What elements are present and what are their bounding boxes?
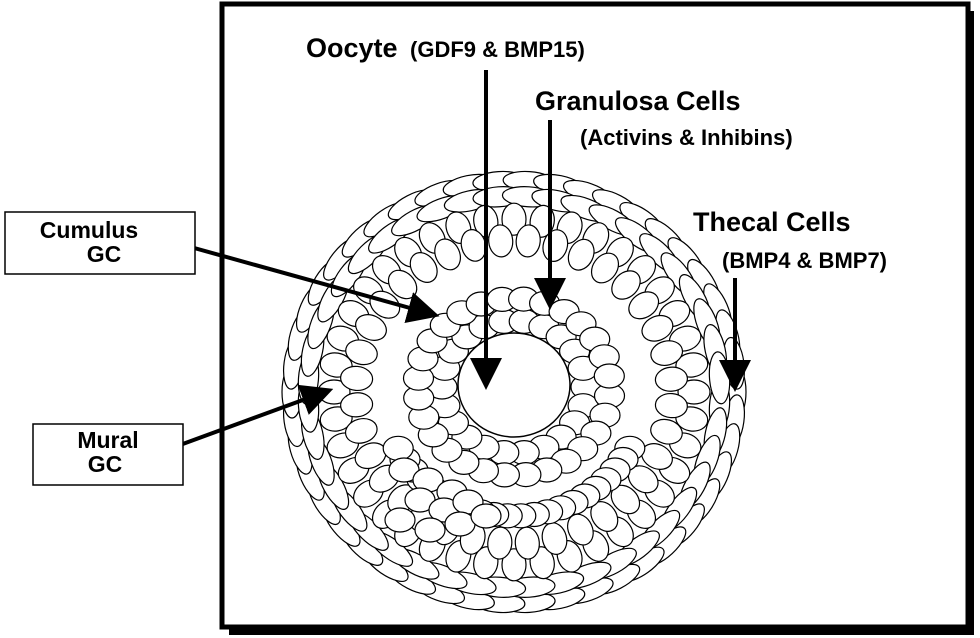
granulosa-factors: (Activins & Inhibins) [580, 125, 793, 150]
cumulus-arrow [186, 244, 440, 324]
mural-label-line2: GC [88, 451, 123, 477]
mural-granulosa-cell [488, 224, 514, 258]
mural-granulosa-cell [501, 548, 527, 582]
oocyte-label-main: Oocyte [306, 33, 398, 63]
thecal-factors: (BMP4 & BMP7) [722, 248, 887, 273]
cumulus-label-line1: Cumulus [40, 217, 138, 243]
mural-granulosa-cell [515, 224, 541, 258]
mural-granulosa-cell [641, 314, 674, 342]
mural-granulosa-cell [434, 238, 461, 271]
cumulus-granulosa-cell [384, 507, 416, 533]
mural-granulosa-cell [340, 392, 374, 418]
granulosa-label: Granulosa Cells [535, 86, 741, 116]
mural-granulosa-cell [345, 339, 378, 366]
mural-granulosa-cell [628, 291, 660, 320]
mural-granulosa-cell [650, 340, 684, 367]
mural-granulosa-cell [340, 365, 374, 392]
oocyte [457, 332, 571, 438]
mural-granulosa-cell [355, 314, 387, 341]
mural-granulosa-cell [567, 238, 595, 271]
mural-granulosa-cell [590, 252, 620, 284]
mural-granulosa-cell [650, 418, 683, 445]
mural-granulosa-cell [611, 270, 641, 300]
thecal-label: Thecal Cells [693, 207, 851, 237]
cumulus-label-line2: GC [87, 241, 122, 267]
cumulus-granulosa-cell [414, 517, 446, 543]
cumulus-label-box [4, 211, 196, 275]
mural-label-line1: Mural [77, 427, 138, 453]
oocyte-label: Oocyte (GDF9 & BMP15) [306, 33, 585, 63]
mural-granulosa-cell [344, 417, 378, 444]
mural-granulosa-cell [409, 252, 438, 283]
mural-granulosa-cell [654, 366, 688, 392]
follicle-cells [281, 170, 747, 614]
mural-granulosa-cell [654, 392, 688, 419]
mural-label-box [32, 423, 184, 486]
mural-granulosa-cell [677, 379, 711, 405]
mural-granulosa-cell [382, 435, 414, 461]
mural-granulosa-cell [501, 202, 527, 236]
oocyte-label-factors: (GDF9 & BMP15) [410, 37, 585, 62]
cumulus-granulosa-cell [593, 363, 625, 389]
cumulus-granulosa-cell [470, 503, 502, 529]
